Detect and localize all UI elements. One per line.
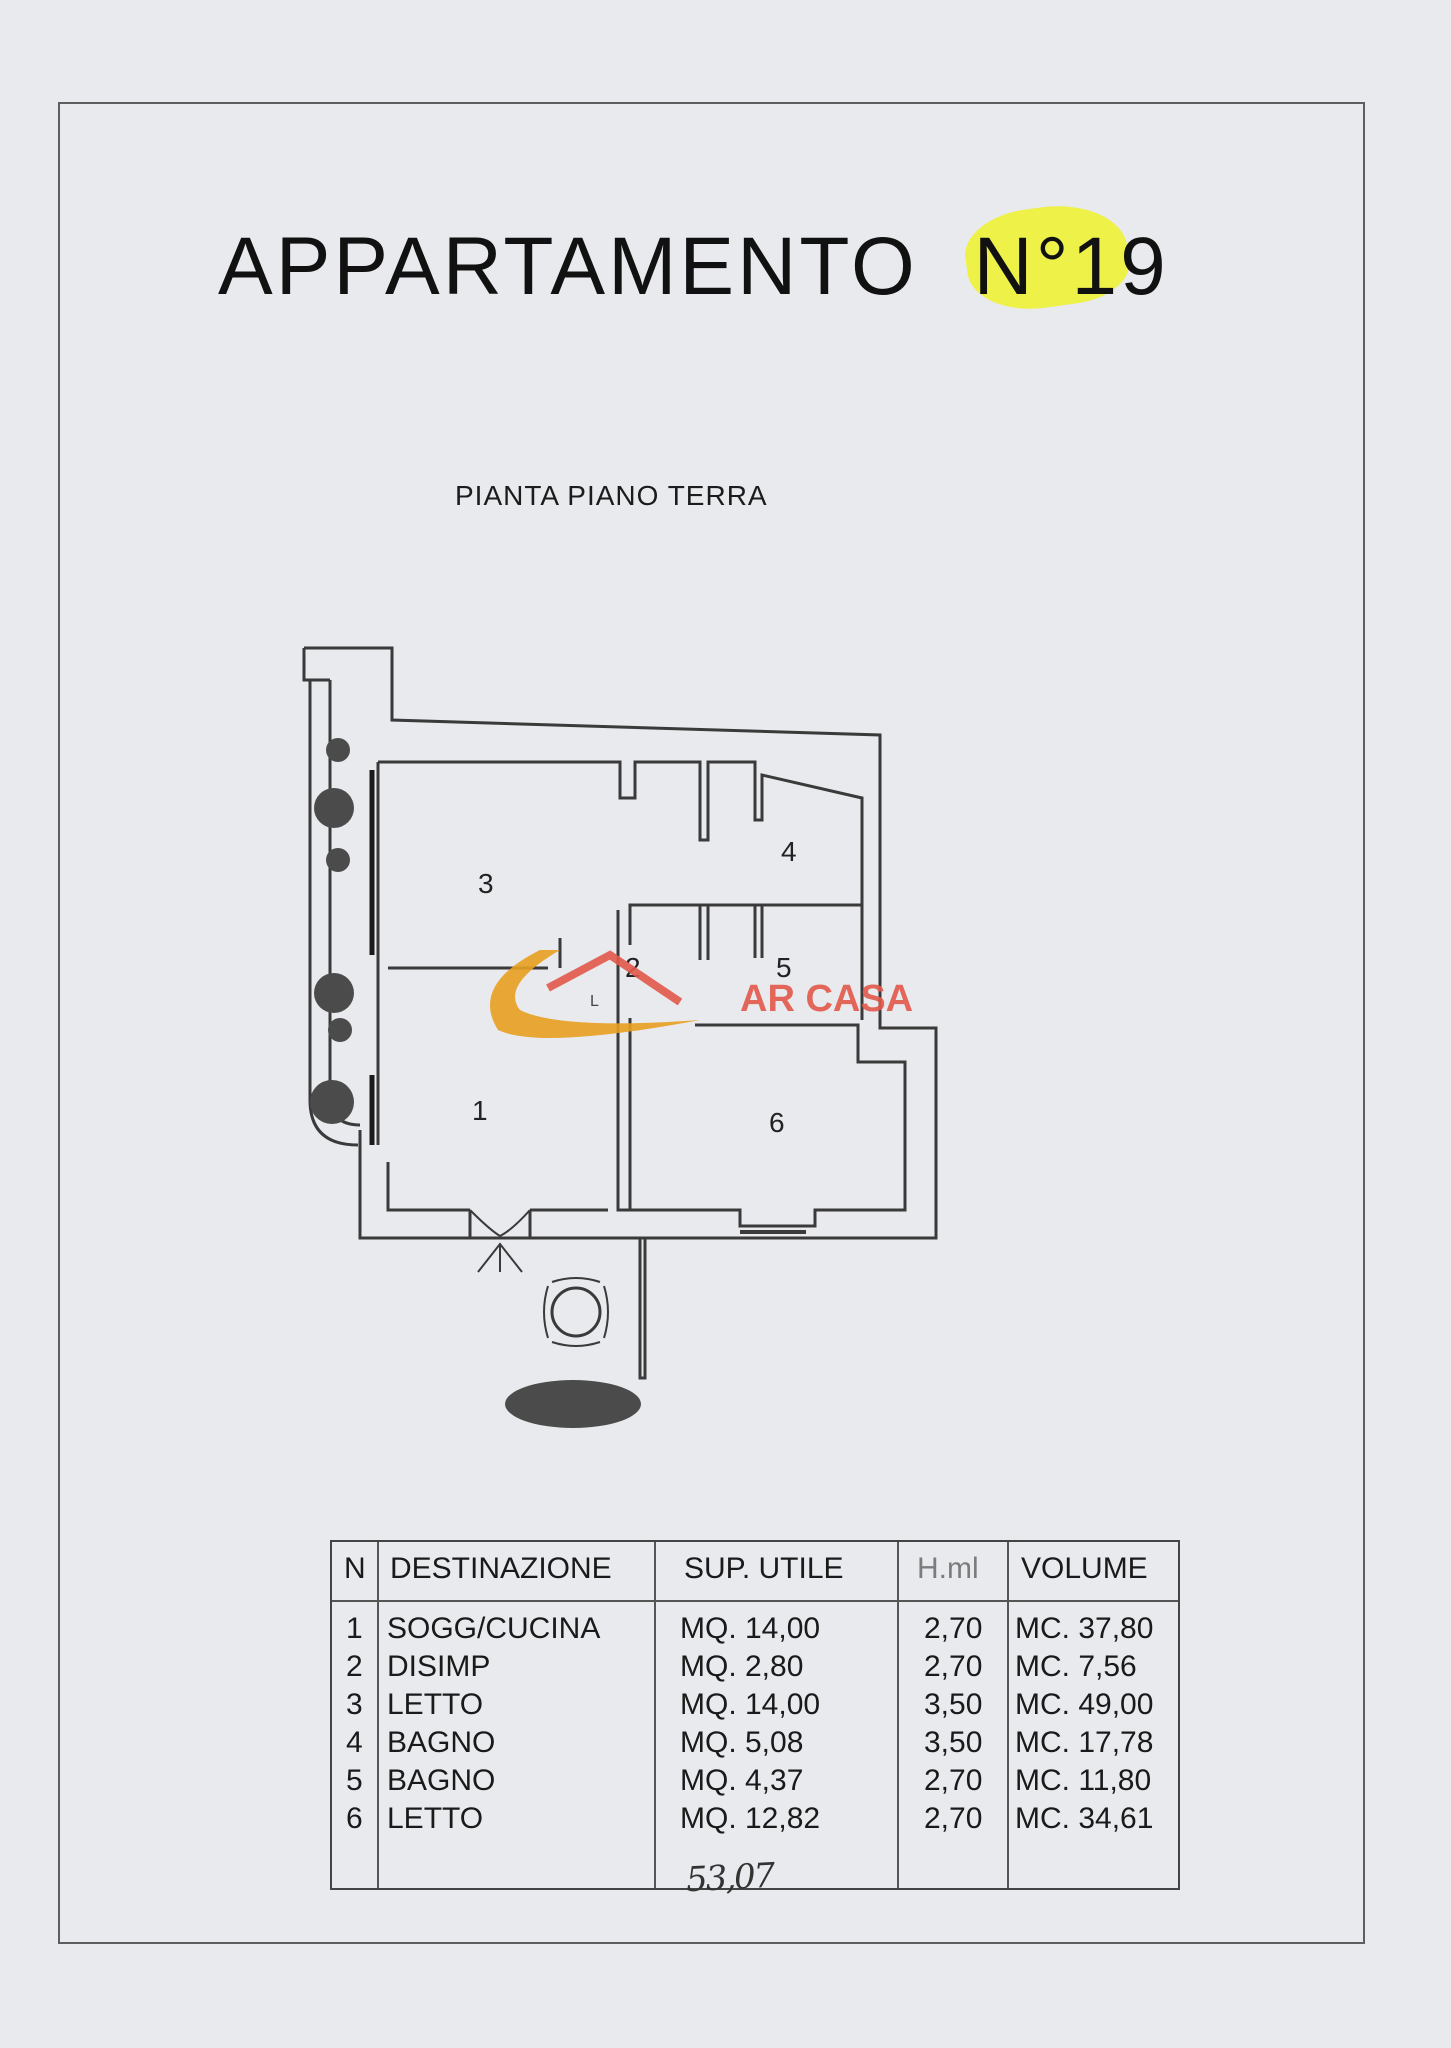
cell-volume: MC. 49,00 [1015, 1688, 1154, 1721]
outer-wall [304, 646, 938, 1240]
wall-bath5-b [753, 905, 764, 958]
header-sup: SUP. UTILE [684, 1552, 844, 1585]
table-icon [550, 1286, 602, 1338]
cell-n: 6 [346, 1802, 363, 1835]
room-label-4: 4 [781, 836, 797, 867]
logo-roof-icon [546, 950, 683, 1006]
cell-sup: MQ. 5,08 [680, 1726, 804, 1759]
door-frame [468, 1210, 532, 1238]
cell-h: 2,70 [924, 1802, 983, 1835]
wall-center [616, 910, 632, 1212]
cell-n: 2 [346, 1650, 363, 1683]
cell-sup: MQ. 14,00 [680, 1612, 821, 1645]
table-row: 2 DISIMP MQ. 2,80 2,70 MC. 7,56 [332, 1650, 1182, 1688]
plant-icon [314, 788, 354, 828]
cell-volume: MC. 34,61 [1015, 1802, 1154, 1835]
table-row: 5 BAGNO MQ. 4,37 2,70 MC. 11,80 [332, 1764, 1182, 1802]
garden-wall-top [302, 648, 330, 682]
plant-icon [314, 973, 354, 1013]
table-row: 1 SOGG/CUCINA MQ. 14,00 2,70 MC. 37,80 [332, 1612, 1182, 1650]
cell-sup: MQ. 14,00 [680, 1688, 821, 1721]
title-number-text: N°19 [973, 221, 1169, 312]
column-divider [1007, 1542, 1009, 1888]
header-n: N [344, 1552, 366, 1585]
room-label-1: 1 [472, 1095, 488, 1126]
header-volume: VOLUME [1021, 1552, 1148, 1585]
room-table: N DESTINAZIONE SUP. UTILE H.ml VOLUME 1 … [330, 1540, 1180, 1890]
cell-n: 4 [346, 1726, 363, 1759]
cell-n: 5 [346, 1764, 363, 1797]
cell-sup: MQ. 2,80 [680, 1650, 804, 1683]
cell-destinazione: DISIMP [387, 1650, 491, 1683]
room-label-3: 3 [478, 868, 494, 899]
cell-destinazione: BAGNO [387, 1764, 496, 1797]
cell-destinazione: SOGG/CUCINA [387, 1612, 601, 1645]
cell-volume: MC. 7,56 [1015, 1650, 1137, 1683]
cell-volume: MC. 17,78 [1015, 1726, 1154, 1759]
door-swing [469, 1209, 531, 1237]
cell-sup: MQ. 4,37 [680, 1764, 804, 1797]
logo-text: AR CASA [740, 978, 913, 1020]
handwritten-total: 53,07 [685, 1855, 775, 1901]
column-divider [377, 1542, 379, 1888]
column-divider [897, 1542, 899, 1888]
cell-n: 1 [346, 1612, 363, 1645]
table-row: 3 LETTO MQ. 14,00 3,50 MC. 49,00 [332, 1688, 1182, 1726]
plan-subtitle: PIANTA PIANO TERRA [455, 480, 768, 511]
cell-volume: MC. 37,80 [1015, 1612, 1154, 1645]
room6-walls [630, 1023, 907, 1228]
cell-h: 2,70 [924, 1612, 983, 1645]
title-prefix: APPARTAMENTO [218, 221, 918, 312]
plant-icon [310, 1080, 354, 1124]
wall-bath5-a [698, 905, 710, 960]
table-row: 4 BAGNO MQ. 5,08 3,50 MC. 17,78 [332, 1726, 1182, 1764]
cell-destinazione: LETTO [387, 1802, 484, 1835]
header-destinazione: DESTINAZIONE [390, 1552, 612, 1585]
cell-h: 2,70 [924, 1650, 983, 1683]
cell-h: 3,50 [924, 1726, 983, 1759]
cell-h: 3,50 [924, 1688, 983, 1721]
cell-h: 2,70 [924, 1764, 983, 1797]
logo-letter: L [590, 993, 599, 1010]
header-h: H.ml [917, 1552, 979, 1585]
cell-sup: MQ. 12,82 [680, 1802, 821, 1835]
plants [310, 738, 641, 1428]
page-title: APPARTAMENTO N°19 [218, 196, 1218, 318]
plant-icon [328, 1018, 352, 1042]
column-divider [654, 1542, 656, 1888]
header-divider [332, 1600, 1178, 1602]
chairs-icon [543, 1277, 609, 1347]
cell-n: 3 [346, 1688, 363, 1721]
cell-destinazione: LETTO [387, 1688, 484, 1721]
plant-icon [326, 738, 350, 762]
logo-swoosh-icon [490, 950, 700, 1038]
table-row: 6 LETTO MQ. 12,82 2,70 MC. 34,61 [332, 1802, 1182, 1840]
room1-walls [386, 1162, 608, 1212]
title-number: N°19 [959, 196, 1169, 318]
watermark-logo: L AR CASA [490, 950, 913, 1038]
room-label-5: 5 [776, 952, 792, 983]
cell-volume: MC. 11,80 [1015, 1764, 1152, 1797]
inner-top-walls [378, 760, 864, 945]
room-label-6: 6 [769, 1107, 785, 1138]
sheet-border [58, 102, 1365, 1944]
cell-destinazione: BAGNO [387, 1726, 496, 1759]
plant-icon [326, 848, 350, 872]
hedge-icon [505, 1380, 641, 1428]
garden-path [638, 1238, 647, 1380]
entrance-arrow [477, 1242, 523, 1273]
